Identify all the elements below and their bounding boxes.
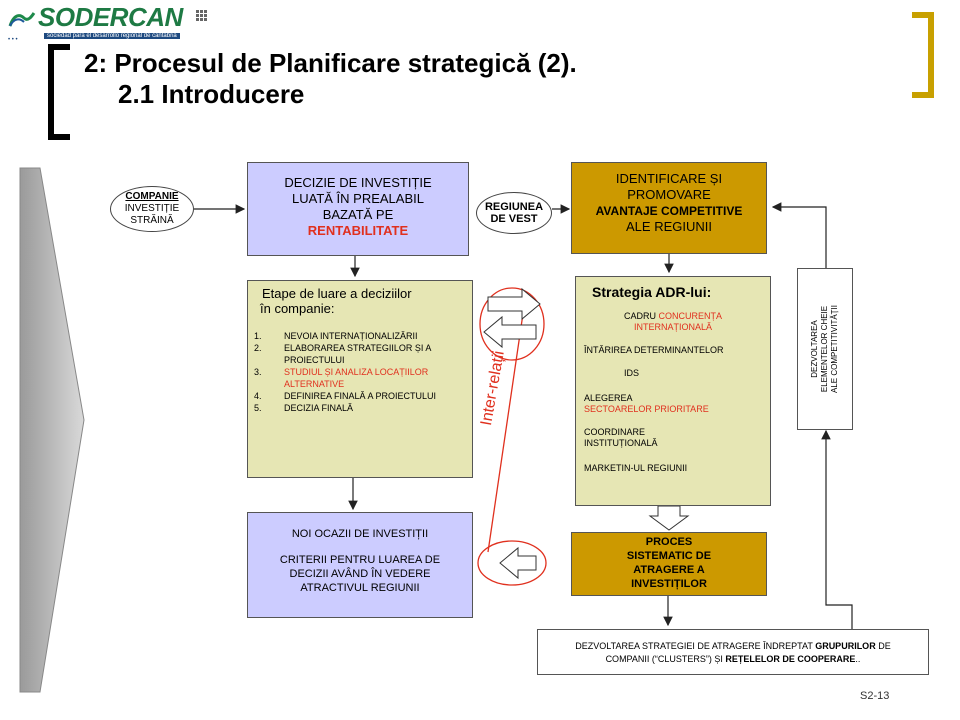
- strategy-l5a: COORDINARE: [584, 427, 646, 437]
- strategy-l1a: CADRU: [623, 311, 659, 321]
- cluster-strategy-box: DEZVOLTAREA STRATEGIEI DE ATRAGERE ÎNDRE…: [537, 629, 929, 675]
- opportunities-line-3: DECIZII AVÂND ÎN VEDERE: [289, 568, 431, 580]
- decision-line-3: BAZATĂ PE: [322, 207, 394, 222]
- title-line-1: 2: Procesul de Planificare strategică (2…: [84, 48, 577, 78]
- stage-item: 5. DECIZIA FINALĂ: [254, 402, 466, 414]
- opportunities-line-1: NOI OCAZII DE INVESTIȚII: [291, 528, 429, 540]
- strategy-l4b: SECTOARELOR PRIORITARE: [584, 404, 709, 414]
- opportunities-line-4: ATRACTIVUL REGIUNII: [300, 582, 420, 594]
- cluster-p3: DE: [875, 641, 891, 651]
- stage-text: DEFINIREA FINALĂ A PROIECTULUI: [284, 391, 437, 401]
- process-line-4: INVESTIȚILOR: [631, 578, 707, 590]
- stage-num: 5.: [254, 403, 262, 413]
- competitiveness-line-3: ALE COMPETITIVITĂȚII: [830, 305, 839, 394]
- company-label-2: INVESTIȚIE: [124, 203, 180, 214]
- process-line-2: SISTEMATIC DE: [626, 550, 712, 562]
- stage-text: NEVOIA INTERNAȚIONALIZĂRII: [284, 331, 418, 341]
- logo-flag-icon: [8, 10, 36, 28]
- strategy-l2: ÎNTĂRIREA DETERMINANTELOR: [584, 345, 724, 355]
- decision-box: DECIZIE DE INVESTIȚIE LUATĂ ÎN PREALABIL…: [247, 162, 469, 256]
- decision-line-1: DECIZIE DE INVESTIȚIE: [284, 175, 432, 190]
- process-line-1: PROCES: [645, 536, 693, 548]
- right-bracket: [912, 12, 934, 98]
- cluster-p4: COMPANII (“CLUSTERS”) ȘI: [605, 654, 726, 664]
- stage-item: 4. DEFINIREA FINALĂ A PROIECTULUI: [254, 390, 466, 402]
- stages-list: 1. NEVOIA INTERNAȚIONALIZĂRII 2. ELABORA…: [254, 330, 466, 414]
- opportunities-box: NOI OCAZII DE INVESTIȚII CRITERII PENTRU…: [247, 512, 473, 618]
- identify-line-3: AVANTAJE COMPETITIVE: [595, 204, 743, 218]
- strategy-l3: IDS: [624, 368, 640, 378]
- strategy-l5b: INSTITUȚIONALĂ: [584, 438, 658, 448]
- slide-number: S2-13: [860, 690, 890, 702]
- page-title: 2: Procesul de Planificare strategică (2…: [84, 48, 577, 110]
- competitiveness-box: DEZVOLTAREA ELEMENTELOR CHEIE ALE COMPET…: [797, 268, 853, 430]
- inter-relations-label: Inter-relații: [478, 349, 508, 427]
- stage-num: 2.: [254, 343, 262, 353]
- decision-line-2: LUATĂ ÎN PREALABIL: [292, 191, 424, 206]
- identify-line-4: ALE REGIUNII: [626, 219, 712, 234]
- stage-num: 3.: [254, 367, 262, 377]
- stage-text: DECIZIA FINALĂ: [284, 403, 354, 413]
- cluster-p1: DEZVOLTAREA STRATEGIEI DE ATRAGERE ÎNDRE…: [575, 641, 816, 651]
- block-arrow-left-1: [483, 315, 537, 349]
- stage-item: 2. ELABORAREA STRATEGIILOR ȘI A PROIECTU…: [254, 342, 466, 366]
- competitiveness-text: DEZVOLTAREA ELEMENTELOR CHEIE ALE COMPET…: [810, 274, 840, 424]
- logo-wordmark: SODERCAN: [38, 2, 183, 32]
- strategy-l1c: INTERNAȚIONALĂ: [633, 322, 712, 332]
- stages-heading-2: în companie:: [260, 301, 335, 316]
- strategy-box: Strategia ADR-lui: CADRU CONCURENȚA INTE…: [575, 276, 771, 506]
- identify-line-2: PROMOVARE: [627, 187, 711, 202]
- competitiveness-line-1: DEZVOLTAREA: [810, 320, 819, 378]
- strategy-l6: MARKETIN-UL REGIUNII: [584, 463, 688, 473]
- stages-heading-1: Etape de luare a deciziilor: [262, 286, 412, 301]
- stage-item: 3. STUDIUL ȘI ANALIZA LOCAȚIILOR ALTERNA…: [254, 366, 466, 390]
- stage-num: 1.: [254, 331, 262, 341]
- logo-grid-icon: [196, 10, 208, 22]
- region-ellipse: REGIUNEA DE VEST: [476, 192, 552, 234]
- strategy-l4a: ALEGEREA: [584, 393, 633, 403]
- opportunities-line-2: CRITERII PENTRU LUAREA DE: [279, 554, 441, 566]
- company-label-1: COMPANIE: [125, 191, 179, 202]
- block-arrow-left-2: [499, 546, 537, 580]
- block-arrow-right: [487, 287, 541, 321]
- logo-dots: • • •: [8, 37, 18, 43]
- title-line-2: 2.1 Introducere: [118, 79, 305, 109]
- process-line-3: ATRAGERE A: [633, 564, 705, 576]
- logo: SODERCAN sociedad para el desarrollo reg…: [8, 2, 208, 44]
- company-ellipse: COMPANIE INVESTIȚIE STRĂINĂ: [110, 186, 194, 232]
- block-arrow-down: [648, 505, 690, 531]
- strategy-l1b: CONCURENȚA: [658, 311, 723, 321]
- logo-tagline: sociedad para el desarrollo regional de …: [44, 33, 180, 39]
- cluster-p6: ..: [855, 654, 861, 664]
- cluster-line-1: DEZVOLTAREA STRATEGIEI DE ATRAGERE ÎNDRE…: [538, 640, 928, 653]
- company-label-3: STRĂINĂ: [130, 215, 174, 226]
- region-label-1: REGIUNEA: [484, 201, 544, 213]
- stage-text: ELABORAREA STRATEGIILOR ȘI A PROIECTULUI: [284, 343, 431, 365]
- stage-text: STUDIUL ȘI ANALIZA LOCAȚIILOR ALTERNATIV…: [284, 367, 429, 389]
- strategy-line-1: CADRU CONCURENȚA: [584, 311, 762, 322]
- competitiveness-line-2: ELEMENTELOR CHEIE: [820, 305, 829, 393]
- cluster-p5: REȚELELOR DE COOPERARE: [725, 654, 856, 664]
- cluster-line-2: COMPANII (“CLUSTERS”) ȘI REȚELELOR DE CO…: [538, 653, 928, 666]
- cluster-p2: GRUPURILOR: [815, 641, 876, 651]
- stages-box: Etape de luare a deciziilor în companie:…: [247, 280, 473, 478]
- identify-box: IDENTIFICARE ȘI PROMOVARE AVANTAJE COMPE…: [571, 162, 767, 254]
- stage-num: 4.: [254, 391, 262, 401]
- process-box: PROCES SISTEMATIC DE ATRAGERE A INVESTIȚ…: [571, 532, 767, 596]
- stage-item: 1. NEVOIA INTERNAȚIONALIZĂRII: [254, 330, 466, 342]
- strategy-heading: Strategia ADR-lui:: [592, 284, 712, 300]
- decision-line-4: RENTABILITATE: [307, 223, 409, 238]
- identify-line-1: IDENTIFICARE ȘI: [615, 171, 723, 186]
- region-label-2: DE VEST: [490, 213, 538, 225]
- left-bracket: [48, 44, 70, 140]
